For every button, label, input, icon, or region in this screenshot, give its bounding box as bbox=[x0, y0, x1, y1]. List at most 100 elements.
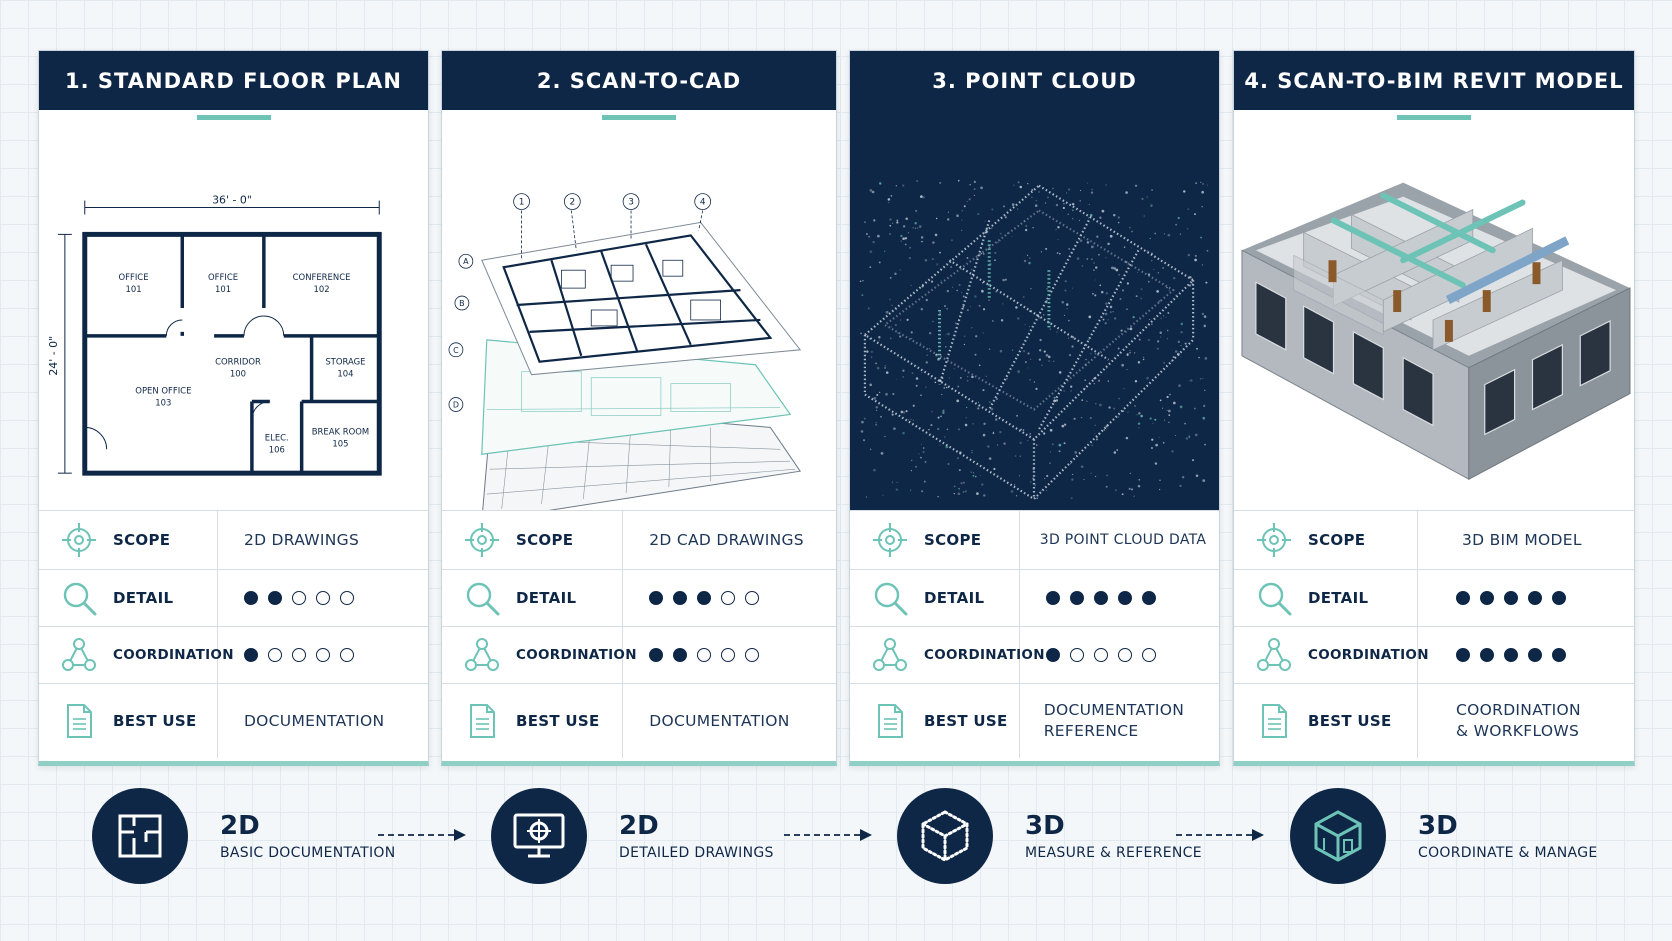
scope-value: 2D DRAWINGS bbox=[243, 531, 360, 549]
scope-row: SCOPE 3D POINT CLOUD DATA bbox=[850, 511, 1219, 570]
coordination-rating bbox=[649, 648, 760, 662]
grid-bubble-col: 4 bbox=[700, 198, 706, 208]
rating-dot-empty bbox=[339, 648, 354, 662]
grid-bubble-row: C bbox=[453, 346, 459, 355]
coordination-rating bbox=[1045, 648, 1156, 662]
best-use-label: BEST USE bbox=[113, 712, 197, 730]
magnifier-icon bbox=[870, 578, 910, 618]
grid-bubble-row: A bbox=[463, 257, 469, 266]
room-number: 103 bbox=[155, 398, 171, 408]
rating-dot-empty bbox=[339, 591, 354, 605]
document-icon bbox=[59, 701, 99, 741]
rating-dot-filled bbox=[1141, 591, 1156, 605]
target-icon bbox=[59, 520, 99, 560]
floor-plan-icon bbox=[92, 788, 188, 884]
room-name: CONFERENCE bbox=[293, 272, 351, 282]
room-number: 101 bbox=[125, 284, 141, 294]
step-title: 2D bbox=[619, 811, 659, 841]
best-use-value-line2: & WORKFLOWS bbox=[1456, 722, 1580, 740]
monitor-crosshair-icon bbox=[491, 788, 587, 884]
network-icon bbox=[462, 635, 502, 675]
grid-bubble-row: D bbox=[453, 401, 459, 410]
rating-dot-filled bbox=[1528, 648, 1542, 662]
rating-dot-filled bbox=[267, 591, 282, 605]
best-use-row: BEST USE DOCUMENTATION bbox=[39, 684, 428, 758]
rating-dot-filled bbox=[1456, 648, 1470, 662]
room-name: ELEC. bbox=[265, 432, 289, 442]
floor-plan-illustration: 36' - 0" 24' - 0" bbox=[39, 110, 428, 510]
grid-bubble-col: 1 bbox=[519, 198, 525, 208]
rating-dot-empty bbox=[267, 648, 282, 662]
network-icon bbox=[870, 635, 910, 675]
magnifier-icon bbox=[462, 578, 502, 618]
comparison-table: SCOPE 3D POINT CLOUD DATA DETAIL COORDIN… bbox=[850, 510, 1219, 761]
coordination-row: COORDINATION bbox=[1234, 627, 1634, 684]
coordination-row: COORDINATION bbox=[850, 627, 1219, 684]
comparison-table: SCOPE 3D BIM MODEL DETAIL COORDINATION B… bbox=[1234, 510, 1634, 761]
coordination-label: COORDINATION bbox=[516, 647, 637, 663]
detail-label: DETAIL bbox=[1308, 589, 1369, 607]
best-use-value-line2: REFERENCE bbox=[1043, 722, 1139, 740]
document-icon bbox=[1254, 701, 1294, 741]
rating-dot-filled bbox=[649, 591, 664, 605]
step-subtitle: BASIC DOCUMENTATION bbox=[220, 845, 396, 861]
panel-point-cloud: 3. POINT CLOUD bbox=[849, 50, 1220, 766]
room-number: 106 bbox=[269, 444, 285, 454]
coordination-rating bbox=[1456, 648, 1566, 662]
detail-rating bbox=[1045, 591, 1156, 605]
detail-rating bbox=[243, 591, 354, 605]
magnifier-icon bbox=[1254, 578, 1294, 618]
best-use-label: BEST USE bbox=[1308, 712, 1392, 730]
accent-bar bbox=[196, 115, 271, 120]
coordination-label: COORDINATION bbox=[1308, 647, 1429, 663]
rating-dot-filled bbox=[1528, 591, 1542, 605]
width-dimension: 36' - 0" bbox=[212, 194, 252, 207]
detail-label: DETAIL bbox=[516, 589, 577, 607]
room-number: 100 bbox=[230, 369, 246, 379]
rating-dot-empty bbox=[291, 591, 306, 605]
detail-rating bbox=[649, 591, 760, 605]
rating-dot-filled bbox=[1552, 591, 1566, 605]
room-name: OFFICE bbox=[118, 272, 148, 282]
step-measure-reference: 3D MEASURE & REFERENCE bbox=[897, 788, 1202, 884]
best-use-row: BEST USE COORDINATION& WORKFLOWS bbox=[1234, 684, 1634, 758]
coordination-rating bbox=[243, 648, 354, 662]
rating-dot-empty bbox=[1093, 648, 1108, 662]
detail-row: DETAIL bbox=[1234, 570, 1634, 627]
room-number: 102 bbox=[313, 284, 329, 294]
rating-dot-filled bbox=[649, 648, 664, 662]
grid-bubble-col: 2 bbox=[569, 198, 575, 208]
comparison-table: SCOPE 2D DRAWINGS DETAIL COORDINATION BE… bbox=[39, 510, 428, 761]
panel-scan-to-cad: 2. SCAN-TO-CAD bbox=[441, 50, 837, 766]
scope-label: SCOPE bbox=[113, 531, 171, 549]
point-cloud-illustration bbox=[850, 110, 1219, 510]
comparison-table: SCOPE 2D CAD DRAWINGS DETAIL COORDINATIO… bbox=[442, 510, 836, 761]
layered-cad-illustration: 1 2 3 4 A B C D bbox=[442, 110, 836, 510]
rating-dot-filled bbox=[1504, 591, 1518, 605]
scope-row: SCOPE 3D BIM MODEL bbox=[1234, 511, 1634, 570]
best-use-value: DOCUMENTATION bbox=[243, 712, 385, 730]
scope-row: SCOPE 2D CAD DRAWINGS bbox=[442, 511, 836, 570]
rating-dot-empty bbox=[697, 648, 712, 662]
rating-dot-filled bbox=[1480, 648, 1494, 662]
step-title: 3D bbox=[1025, 811, 1065, 841]
panel-title: 2. SCAN-TO-CAD bbox=[442, 51, 836, 110]
best-use-value-line1: DOCUMENTATION bbox=[1043, 701, 1185, 719]
detail-rating bbox=[1456, 591, 1566, 605]
step-subtitle: MEASURE & REFERENCE bbox=[1025, 845, 1202, 861]
step-subtitle: DETAILED DRAWINGS bbox=[619, 845, 774, 861]
document-icon bbox=[870, 701, 910, 741]
rating-dot-filled bbox=[1480, 591, 1494, 605]
arrow-right-icon bbox=[1176, 829, 1264, 841]
detail-row: DETAIL bbox=[850, 570, 1219, 627]
rating-dot-empty bbox=[315, 591, 330, 605]
coordination-label: COORDINATION bbox=[113, 647, 234, 663]
rating-dot-empty bbox=[1117, 648, 1132, 662]
rating-dot-filled bbox=[1045, 648, 1060, 662]
rating-dot-filled bbox=[697, 591, 712, 605]
arrow-right-icon bbox=[378, 829, 466, 841]
scope-label: SCOPE bbox=[516, 531, 574, 549]
rating-dot-filled bbox=[1552, 648, 1566, 662]
accent-bar bbox=[1397, 115, 1471, 120]
scope-row: SCOPE 2D DRAWINGS bbox=[39, 511, 428, 570]
